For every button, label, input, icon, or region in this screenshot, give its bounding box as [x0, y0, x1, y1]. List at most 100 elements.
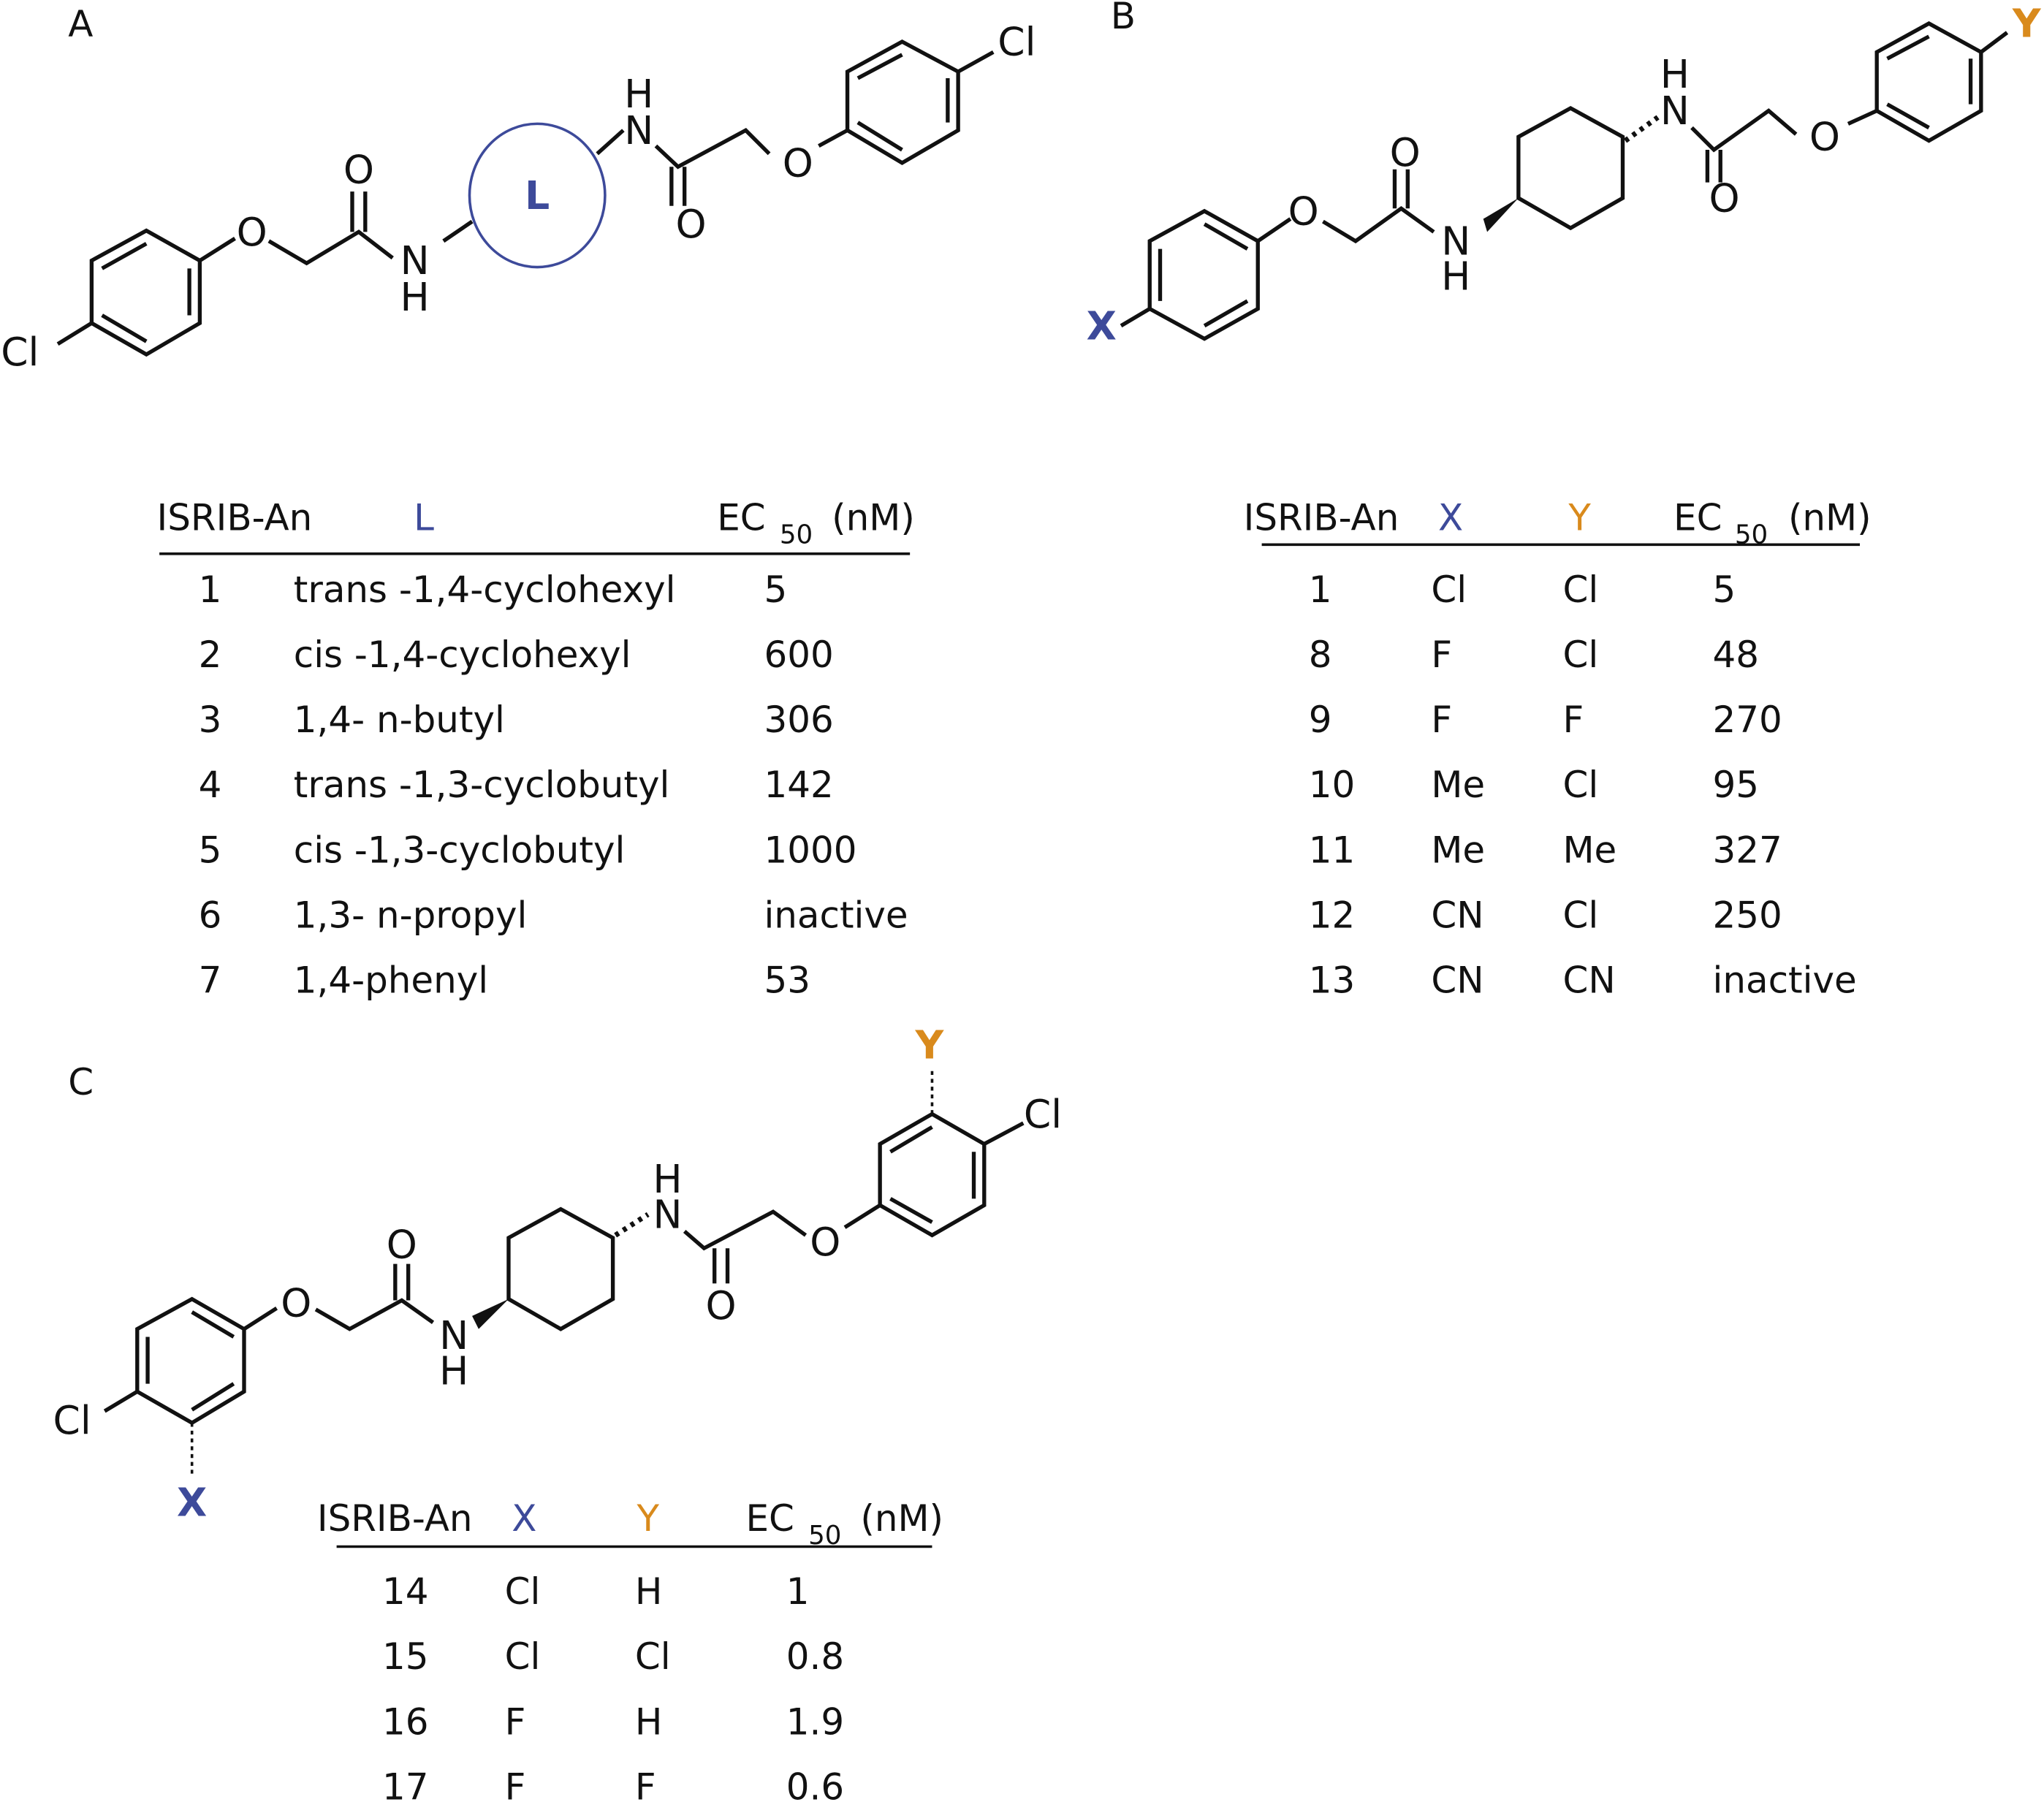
column-header-var1: X: [1438, 497, 1463, 539]
atom-label: O: [237, 209, 267, 255]
column-header-ec-subscript: 50: [1735, 520, 1768, 550]
cell-ec50: 95: [1713, 764, 1760, 806]
atom-label: O: [783, 140, 813, 186]
cell-id: 14: [382, 1570, 429, 1613]
atom-label: O: [810, 1219, 840, 1265]
cell-ec50: inactive: [1713, 959, 1857, 1002]
column-header-unit: (nM): [832, 497, 915, 539]
bonds-left-chain: [1256, 169, 1435, 244]
bonds-right-chain: [683, 1204, 881, 1284]
cell-ec50: 306: [764, 699, 833, 741]
column-header-ec: EC: [1673, 497, 1722, 539]
cell-var1: cis -1,4-cyclohexyl: [294, 634, 631, 676]
aryl-ring-right: [845, 39, 995, 165]
substituent-x-label: X: [177, 1479, 207, 1525]
cell-id: 11: [1309, 829, 1356, 871]
cell-id: 2: [199, 634, 222, 676]
aryl-ring-left: [89, 228, 202, 357]
substituent-y-label: Y: [915, 1022, 945, 1068]
cell-var1: 1,4- n-butyl: [294, 699, 505, 741]
cell-ec50: 327: [1713, 829, 1782, 871]
cell-var1: trans -1,3-cyclobutyl: [294, 764, 670, 806]
cell-var2: Cl: [1562, 634, 1598, 676]
cell-ec50: 142: [764, 764, 833, 806]
cell-id: 3: [199, 699, 222, 741]
linker-circle: [468, 122, 607, 269]
cell-id: 17: [382, 1765, 429, 1802]
cell-var2: Cl: [1562, 569, 1598, 611]
atom-label: Cl: [1024, 1091, 1062, 1137]
column-header-ec: EC: [745, 1497, 794, 1540]
wedge-bond: [1483, 198, 1519, 232]
cell-id: 6: [199, 894, 222, 937]
column-header-id: ISRIB-An: [317, 1497, 473, 1540]
cyclohexane-ring: [506, 1206, 615, 1331]
cell-id: 7: [199, 959, 222, 1002]
aryl-ring-y: [878, 1111, 1025, 1238]
cell-ec50: 1: [786, 1570, 810, 1613]
cell-var1: trans -1,4-cyclohexyl: [294, 569, 676, 611]
cell-var1: Cl: [505, 1635, 541, 1678]
bonds-left-chain: [243, 1263, 435, 1331]
column-header-id: ISRIB-An: [1244, 497, 1399, 539]
cell-var2: CN: [1562, 959, 1615, 1002]
cell-var2: Cl: [1562, 894, 1598, 937]
atom-label: Cl: [53, 1397, 91, 1443]
cell-ec50: 1.9: [786, 1700, 844, 1743]
panel-b-label: B: [1111, 0, 1136, 37]
panel-a-label: A: [68, 3, 93, 45]
cell-var1: Cl: [505, 1570, 541, 1613]
cell-var1: Cl: [1431, 569, 1467, 611]
bonds-left-chain: [56, 191, 474, 346]
cell-id: 12: [1309, 894, 1356, 937]
cell-var2: H: [635, 1700, 663, 1743]
column-header-unit: (nM): [860, 1497, 943, 1540]
cell-ec50: 5: [764, 569, 787, 611]
cell-id: 13: [1309, 959, 1356, 1002]
column-header-var2: Y: [1568, 497, 1591, 539]
hash-bond: [614, 1212, 650, 1238]
atom-label: O: [1709, 175, 1740, 221]
atom-label: H: [1441, 254, 1470, 300]
atom-label: N: [624, 107, 653, 153]
cell-id: 9: [1309, 699, 1332, 741]
cell-id: 8: [1309, 634, 1332, 676]
cell-ec50: inactive: [764, 894, 908, 937]
cell-var2: H: [635, 1570, 663, 1613]
cell-var1: F: [1431, 699, 1452, 741]
linker-l-label: L: [525, 172, 550, 218]
atom-label: N: [400, 237, 430, 284]
cyclohexane-ring: [1516, 105, 1625, 231]
cell-id: 1: [199, 569, 222, 611]
atom-label: H: [439, 1347, 468, 1394]
atom-label: H: [1660, 51, 1690, 97]
bonds-right-chain: [596, 128, 848, 206]
cell-var1: CN: [1431, 894, 1483, 937]
column-header-ec-subscript: 50: [808, 1521, 841, 1551]
aryl-ring-y: [1874, 21, 2009, 143]
atom-label: H: [400, 274, 429, 320]
cell-id: 5: [199, 829, 222, 871]
column-header-ec-subscript: 50: [780, 520, 813, 550]
atom-label: N: [439, 1312, 468, 1358]
cell-var1: CN: [1431, 959, 1483, 1002]
cell-var1: cis -1,3-cyclobutyl: [294, 829, 626, 871]
atom-label: N: [1441, 218, 1470, 264]
aryl-ring-x: [103, 1296, 246, 1426]
panel-b-structure: B: [1111, 0, 2009, 341]
panel-c-label: C: [68, 1061, 94, 1103]
column-header-ec: EC: [717, 497, 765, 539]
hash-bond: [1623, 115, 1660, 143]
column-header-unit: (nM): [1788, 497, 1872, 539]
cell-ec50: 1000: [764, 829, 856, 871]
cell-var1: F: [505, 1700, 526, 1743]
cell-var2: Cl: [1562, 764, 1598, 806]
cell-var1: 1,3- n-propyl: [294, 894, 528, 937]
panel-c-structure: C: [68, 1061, 1025, 1475]
cell-ec50: 600: [764, 634, 833, 676]
atom-label: H: [624, 71, 653, 117]
cell-ec50: 270: [1713, 699, 1782, 741]
cell-var1: 1,4-phenyl: [294, 959, 488, 1002]
